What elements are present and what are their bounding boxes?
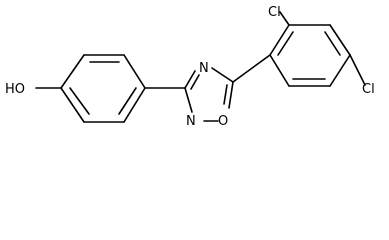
bond: [223, 84, 228, 105]
phenol-ring: [60, 54, 146, 123]
double-bond-inner: [118, 87, 137, 115]
bond-c-cl-top: [279, 11, 290, 26]
bond: [228, 81, 234, 109]
bond: [184, 87, 193, 113]
oxadiazole-ring: [184, 67, 234, 122]
dichlorophenyl-ring: [269, 24, 351, 87]
bond: [269, 54, 290, 87]
bond: [60, 87, 85, 123]
bond: [329, 54, 351, 87]
bond: [329, 24, 351, 56]
bond: [269, 24, 290, 56]
nitrogen-bottom-label: N: [186, 114, 196, 129]
bond: [211, 67, 234, 83]
double-bond-inner: [69, 87, 90, 115]
double-bond-inner: [324, 31, 341, 56]
hydroxyl-label: HO: [5, 82, 25, 97]
bond: [123, 54, 146, 89]
nitrogen-top-label: N: [199, 61, 209, 76]
chemical-structure-diagram: HO N N O Cl Cl: [5, 5, 375, 129]
oxygen-label: O: [218, 114, 228, 129]
bond-oxadiazole-aryl: [232, 54, 271, 83]
bond: [123, 87, 146, 123]
chlorine-right-label: Cl: [362, 82, 375, 97]
double-bond-inner: [277, 31, 294, 56]
bond-c-cl-right: [349, 54, 366, 86]
bond: [184, 70, 196, 89]
bond: [60, 54, 85, 89]
double-bond: [190, 74, 200, 90]
chlorine-top-label: Cl: [268, 5, 281, 20]
